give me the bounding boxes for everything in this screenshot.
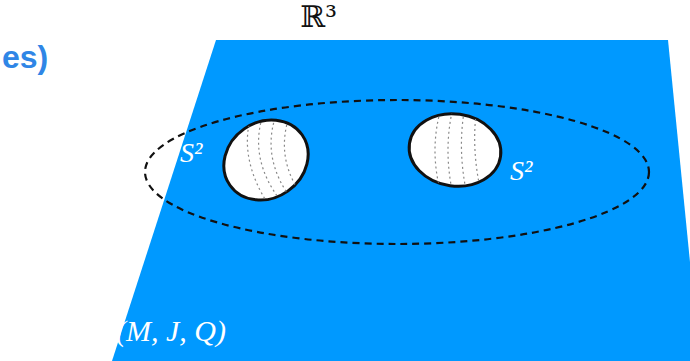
sphere-left bbox=[208, 104, 324, 217]
plane-r3 bbox=[112, 40, 690, 361]
sphere-label: S² bbox=[180, 138, 202, 169]
sphere-label: S² bbox=[510, 156, 532, 187]
space-label: ℝ³ bbox=[300, 0, 337, 33]
charges-label: (M, J, Q) bbox=[116, 314, 226, 347]
sphere-right bbox=[404, 108, 505, 192]
title-fragment: es) bbox=[2, 40, 48, 75]
dashed-region bbox=[145, 100, 649, 244]
